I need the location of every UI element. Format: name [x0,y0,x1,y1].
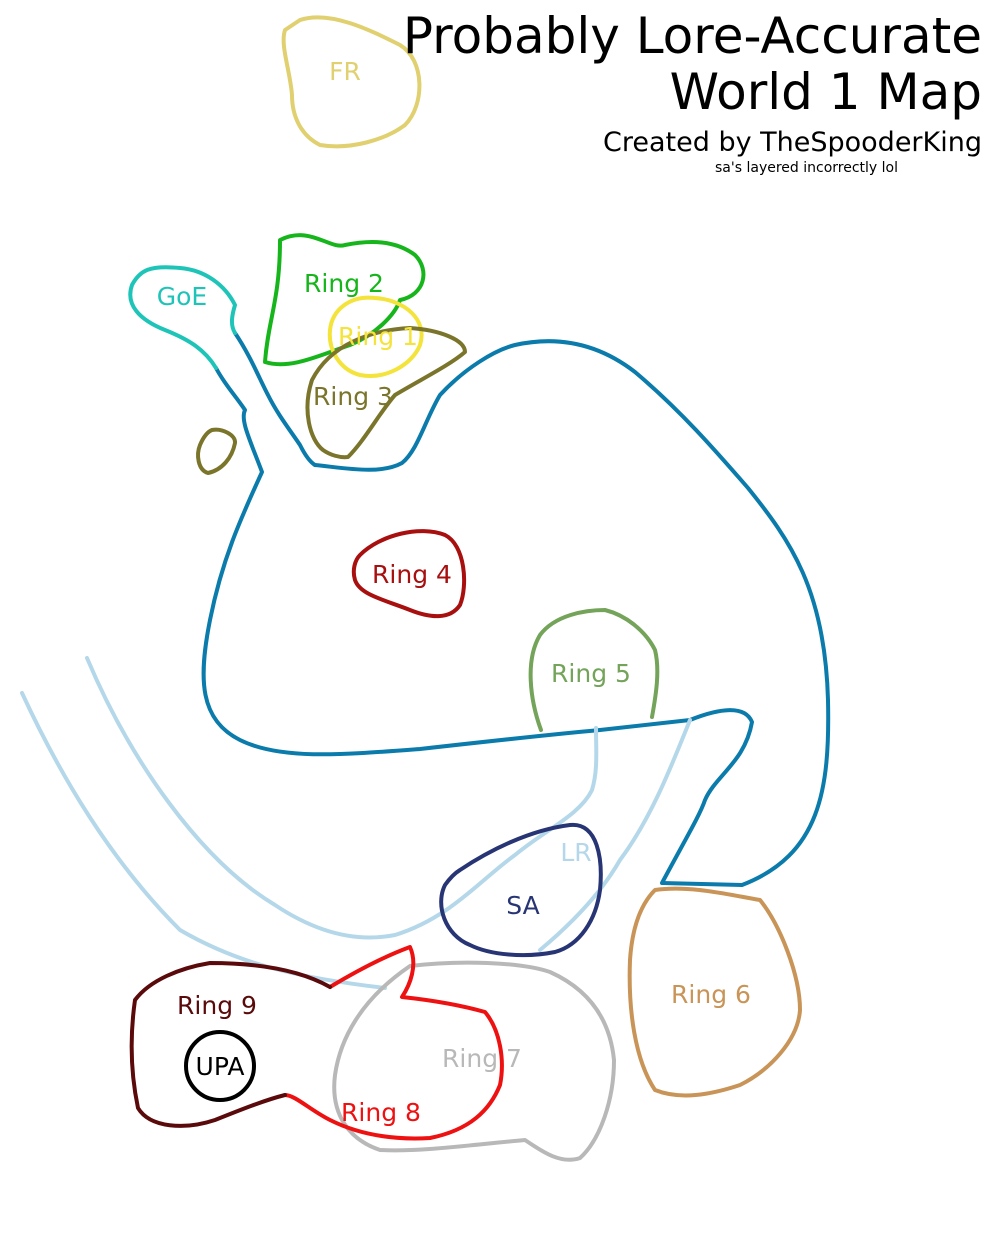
map-title-line-1: Probably Lore-Accurate [402,7,982,65]
map-credit: Created by TheSpooderKing [603,127,982,158]
label-ring1: Ring 1 [338,322,418,351]
region-fr-outline [281,15,422,149]
map-title-line-2: World 1 Map [669,63,982,121]
label-fr: FR [329,57,361,86]
label-ring7: Ring 7 [442,1044,522,1073]
map-header: Probably Lore-Accurate World 1 Map Creat… [403,8,982,176]
label-sa: SA [506,891,539,920]
region-goe-outline [128,265,237,370]
region-ring4-outline [351,529,467,619]
lr-river-outer [20,691,387,990]
region-ring9-outline [129,961,332,1128]
map-note: sa's layered incorrectly lol [715,160,898,176]
label-ring5: Ring 5 [551,659,631,688]
main-landmass-neck [233,331,317,467]
main-landmass-outline [201,339,831,887]
region-ring3-islet [196,427,237,475]
label-ring6: Ring 6 [671,980,751,1009]
region-sa-outline [439,822,603,958]
region-ring8-outline [283,945,504,1141]
region-upa-outline [184,1030,256,1102]
region-ring6-outline [627,886,802,1098]
label-ring8: Ring 8 [341,1098,421,1127]
label-upa: UPA [196,1052,245,1081]
region-ring3-outline [305,326,467,460]
label-goe: GoE [157,282,207,311]
label-lr: LR [560,838,591,867]
label-ring4: Ring 4 [372,560,452,589]
label-ring2: Ring 2 [304,269,384,298]
label-ring9: Ring 9 [177,991,257,1020]
lr-river-inner [85,656,599,940]
region-ring7-outline [332,960,616,1162]
region-ring1-outline [327,295,424,378]
lr-river-east [538,718,692,952]
label-ring3: Ring 3 [313,382,393,411]
region-ring5-outline [528,608,660,732]
